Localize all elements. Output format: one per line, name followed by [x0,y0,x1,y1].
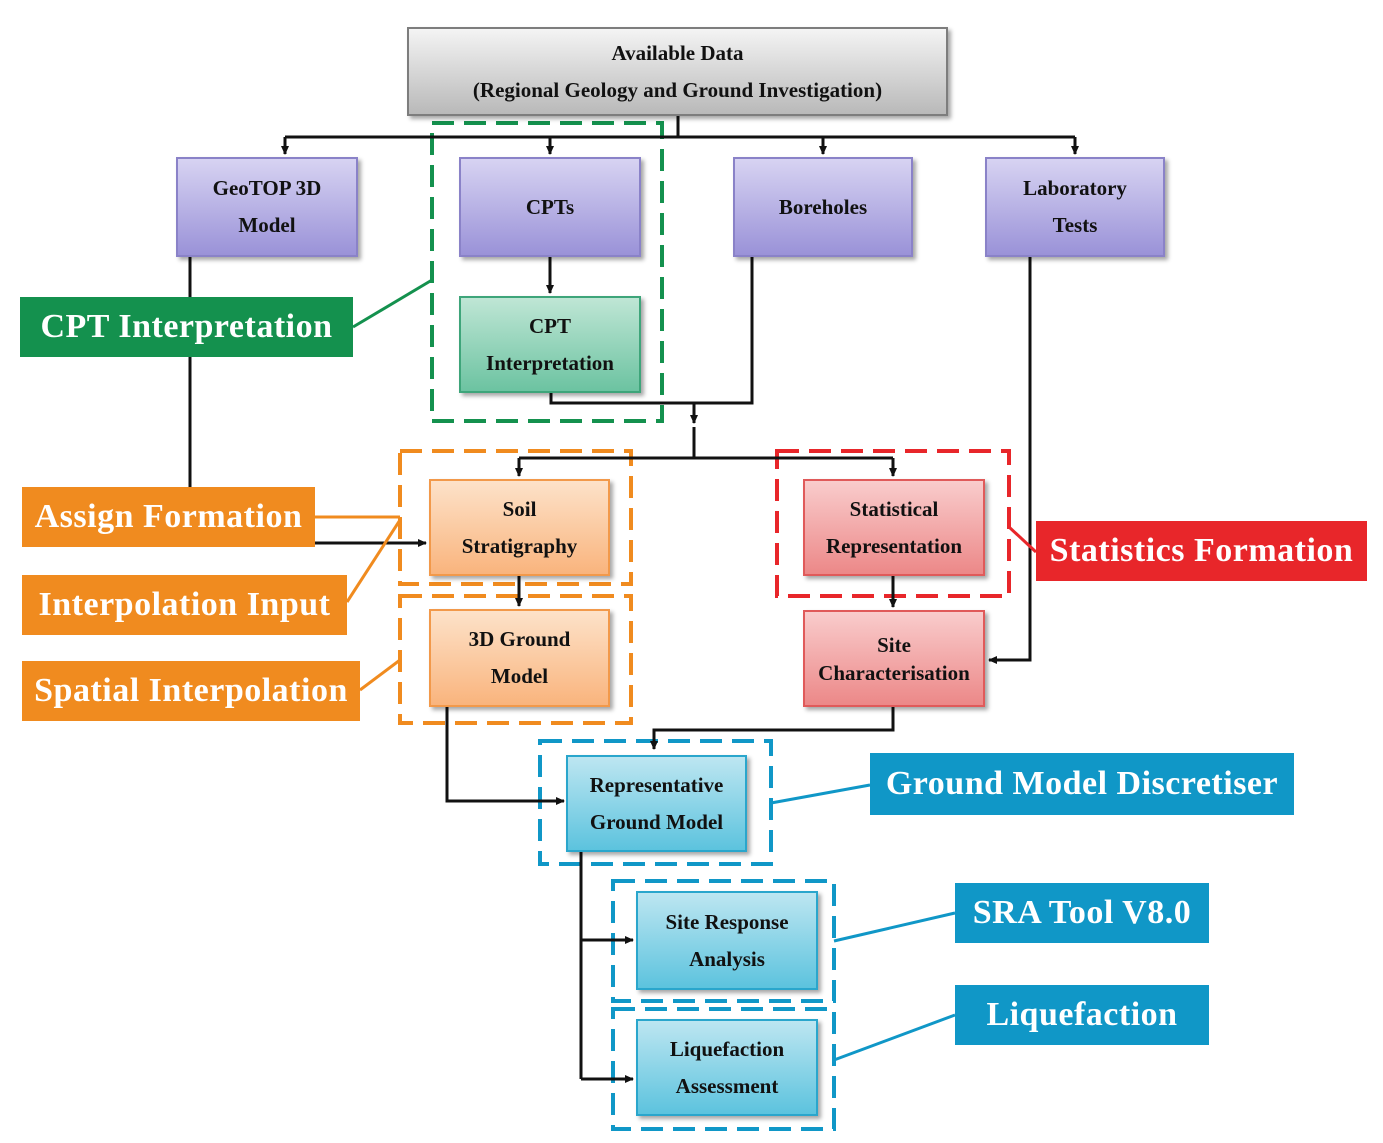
leader-spatial-interpolation [359,658,401,692]
cpts-label: CPTs [525,194,575,219]
site-char-line1: Site [877,632,911,657]
liq-assess-line1: Liquefaction [669,1036,785,1061]
spatial-interpolation-tag: Spatial Interpolation [22,661,360,721]
ground-3d-line1: 3D Ground [468,627,571,651]
statistical-line2: Representation [825,533,963,558]
soil-strat-line1: Soil [502,496,537,521]
available-data-box: Available Data (Regional Geology and Gro… [407,27,948,116]
cpt-interp-line1: CPT [529,313,571,338]
leader-statistics-formation [1007,525,1038,554]
boreholes-label: Boreholes [778,194,868,219]
sra-line1: Site Response [665,909,789,934]
group-3d-dashed [398,594,633,725]
statistics-formation-tag: Statistics Formation [1036,521,1367,581]
liquefaction-tag: Liquefaction [955,985,1209,1045]
boreholes-box: Boreholes [733,157,913,257]
cpt-interpretation-box: CPT Interpretation [459,296,641,393]
leader-ground-model-discretiser [770,783,871,805]
cpts-box: CPTs [459,157,641,257]
sra-line2: Analysis [689,946,765,971]
liq-assess-line2: Assessment [675,1073,779,1098]
connector-site-rep [650,707,895,750]
ground-3d-line2: Model [490,664,549,688]
leader-sra-tool [833,911,956,943]
laboratory-tests-box: Laboratory Tests [985,157,1165,257]
rep-ground-line2: Ground Model [589,809,724,834]
rep-ground-line1: Representative [589,772,724,797]
ground-model-3d-box: 3D Ground Model [429,609,610,707]
connector-cptint-merge [549,393,694,405]
geotop-line2: Model [238,213,296,237]
available-data-line2: (Regional Geology and Ground Investigati… [472,77,883,102]
available-data-line1: Available Data [611,40,744,65]
laboratory-line2: Tests [1052,213,1098,237]
ground-model-discretiser-tag: Ground Model Discretiser [870,753,1294,815]
cpt-interpretation-tag: CPT Interpretation [20,297,353,357]
site-characterisation-box: Site Characterisation [803,610,985,707]
laboratory-line1: Laboratory [1023,176,1127,200]
statistical-representation-box: Statistical Representation [803,479,985,576]
representative-ground-model-box: Representative Ground Model [566,755,747,852]
site-response-analysis-box: Site Response Analysis [636,891,818,990]
connector-boreholes-merge [694,257,754,405]
assign-formation-tag: Assign Formation [22,487,315,547]
sra-tool-tag: SRA Tool V8.0 [955,883,1209,943]
liquefaction-assessment-box: Liquefaction Assessment [636,1019,818,1116]
group-cpt-dashed [430,121,664,423]
leader-interpolation-input [345,519,402,603]
leader-cpt-interpretation [352,278,433,329]
interpolation-input-tag: Interpolation Input [22,575,347,635]
soil-strat-line2: Stratigraphy [461,533,578,558]
cpt-interp-line2: Interpretation [486,350,614,375]
geotop-line1: GeoTOP 3D [212,176,322,200]
site-char-line2: Characterisation [818,660,970,685]
connector-3d-rep [445,707,565,805]
statistical-line1: Statistical [849,496,939,521]
geotop-model-box: GeoTOP 3D Model [176,157,358,257]
group-liq-dashed [611,1007,836,1131]
connector-lab-site [988,257,1032,664]
soil-stratigraphy-box: Soil Stratigraphy [429,479,610,576]
leader-liquefaction [833,1013,956,1062]
